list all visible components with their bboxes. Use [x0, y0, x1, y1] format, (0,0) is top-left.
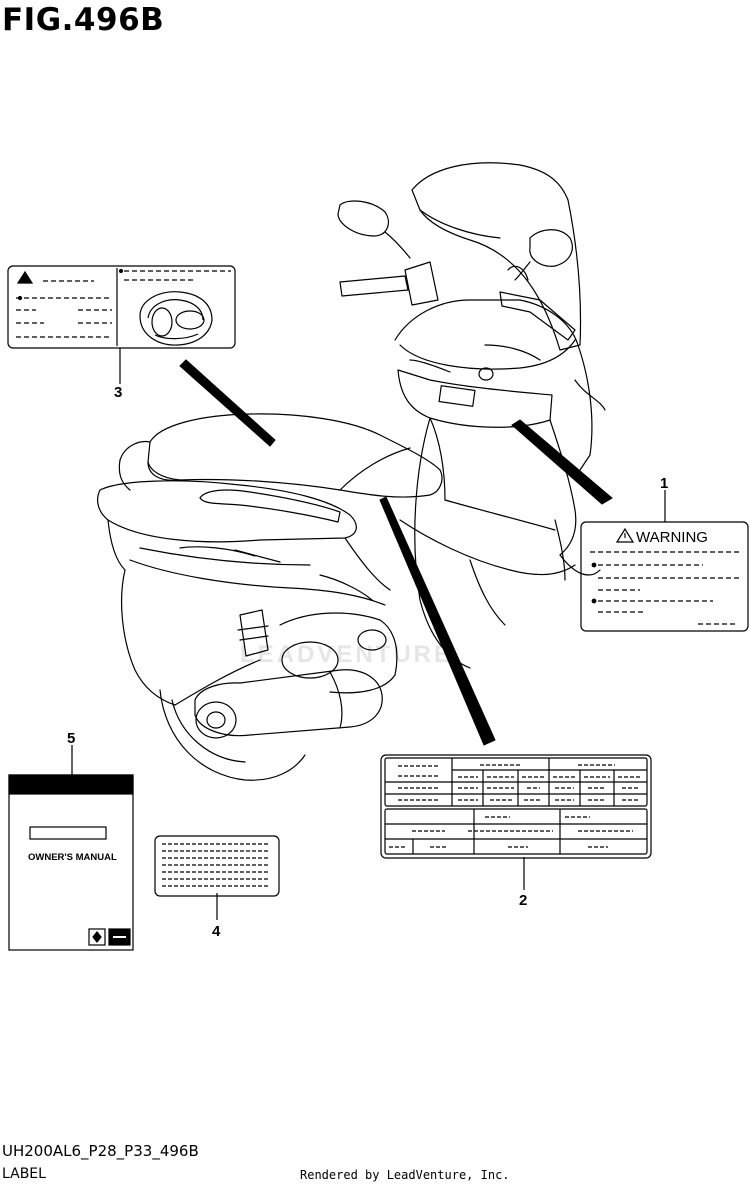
owners-manual-title: OWNER'S MANUAL: [28, 852, 117, 863]
callout-1: 1: [660, 475, 668, 492]
leader-lines: [179, 359, 613, 746]
callout-4: 4: [212, 923, 221, 940]
callout-2: 2: [519, 892, 527, 909]
label-2-info-table: [380, 754, 652, 859]
warning-triangle-icon: [615, 527, 635, 543]
callout-5: 5: [67, 730, 75, 747]
label-4-small-notice: [154, 835, 280, 897]
callout-3: 3: [114, 384, 122, 401]
label-1-warning: [580, 521, 749, 632]
figure-title: FIG.496B: [2, 2, 165, 38]
item-5-owners-manual: [8, 774, 134, 951]
suzuki-logo-icon: [92, 931, 102, 943]
warning-label-heading: WARNING: [636, 529, 708, 546]
label-3-helmet-warning: [7, 265, 236, 349]
warning-triangle-icon: [16, 270, 34, 284]
scooter-illustration: [97, 162, 606, 781]
watermark: LEADVENTURE: [240, 641, 453, 668]
figure-name: LABEL: [2, 1166, 46, 1182]
figure-code: UH200AL6_P28_P33_496B: [2, 1142, 199, 1160]
rendered-by-credit: Rendered by LeadVenture, Inc.: [300, 1168, 510, 1182]
